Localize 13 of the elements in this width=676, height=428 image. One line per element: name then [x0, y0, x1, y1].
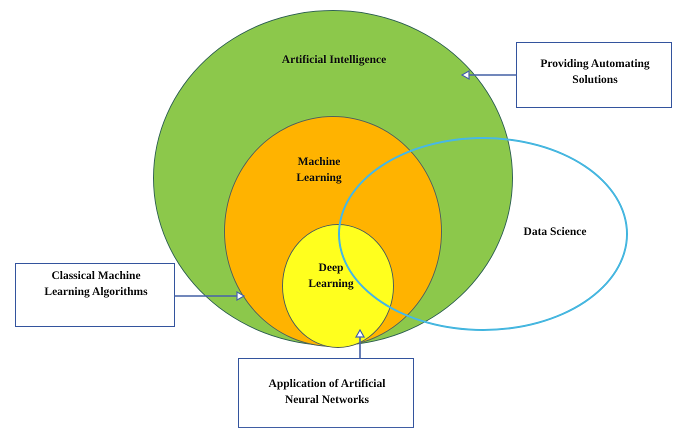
callout-text: Application of Artificial Neural Networks — [268, 377, 386, 408]
callout-box — [238, 358, 414, 428]
region-label: Deep Learning — [307, 261, 355, 292]
region-label: Data Science — [522, 225, 588, 240]
callout-text: Providing Automating Solutions — [539, 57, 651, 88]
callout-box — [15, 263, 175, 327]
region-label: Artificial Intelligence — [280, 53, 388, 68]
callout-text: Classical Machine Learning Algorithms — [43, 269, 149, 300]
arrow — [175, 291, 245, 301]
arrow — [461, 70, 516, 80]
region-label: Machine Learning — [295, 155, 343, 186]
arrow — [355, 329, 365, 358]
callout-box — [516, 42, 672, 108]
